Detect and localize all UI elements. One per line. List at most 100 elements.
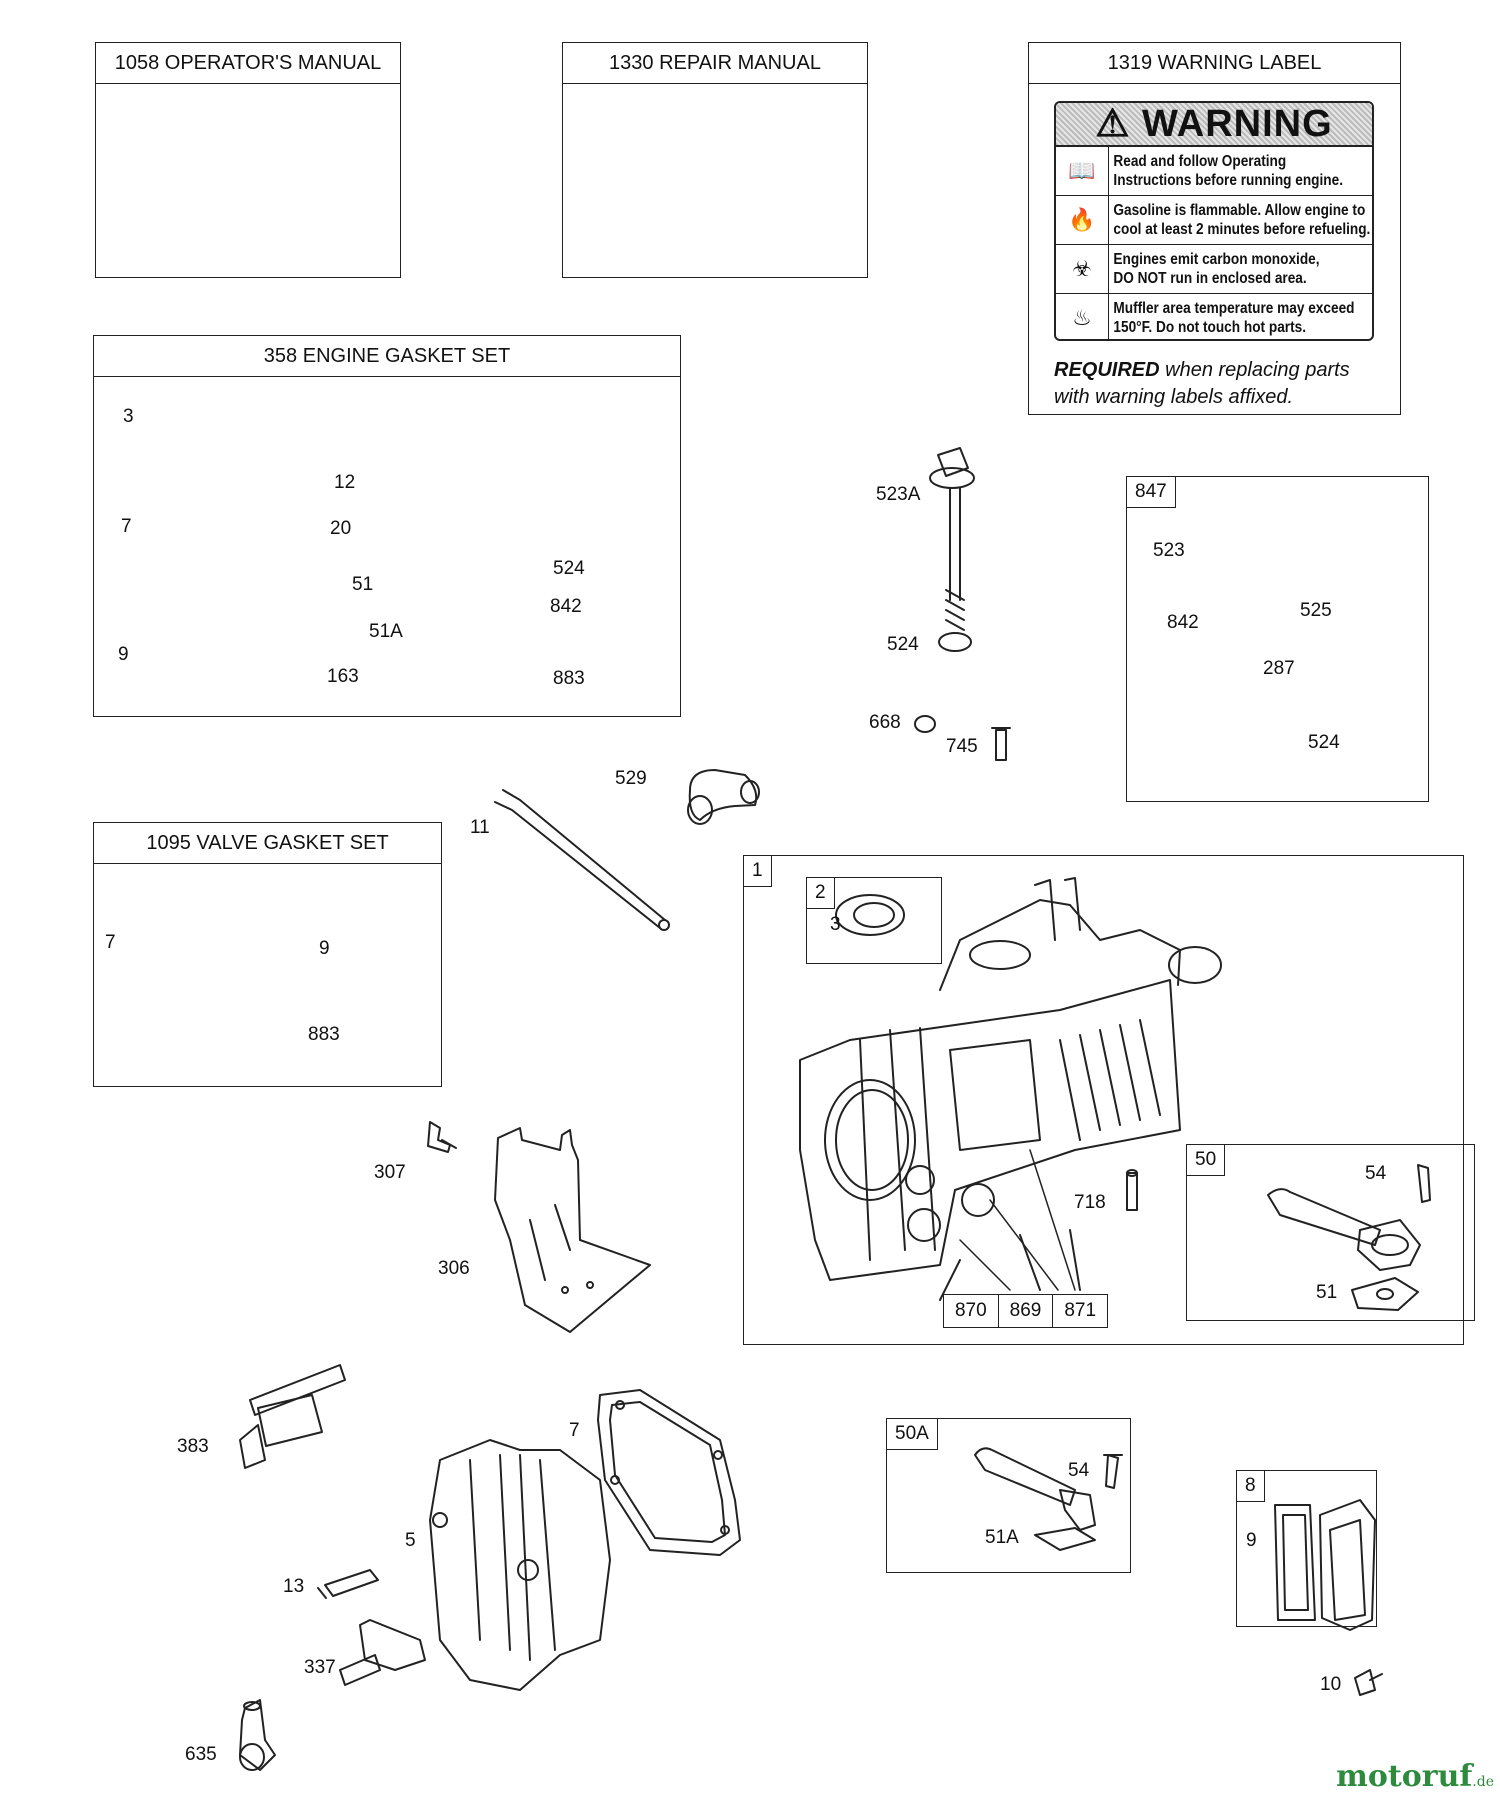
- part-label: 51A: [985, 1527, 1019, 1548]
- required-keyword: REQUIRED: [1054, 359, 1160, 381]
- repair-manual-box: 1330 REPAIR MANUAL: [562, 42, 868, 278]
- hot-surface-icon: ♨: [1056, 294, 1109, 339]
- valve-gasket-set-box: 1095 VALVE GASKET SET: [93, 822, 442, 1087]
- part-label: 13: [283, 1576, 305, 1597]
- part-label: 7: [105, 932, 116, 953]
- part-label: 3: [830, 914, 841, 935]
- part-label: 523A: [876, 484, 921, 505]
- part-label: 10: [1320, 1674, 1342, 1695]
- part-label: 529: [615, 768, 647, 789]
- callout-leader-lines: [959, 1149, 1076, 1291]
- kit-number-50: 50: [1187, 1145, 1226, 1176]
- part-label: 287: [1263, 658, 1295, 679]
- part-label: 51: [352, 574, 374, 595]
- part-label: 306: [438, 1258, 470, 1279]
- warning-decal: ⚠ WARNING 📖 Read and follow Operating In…: [1054, 101, 1374, 341]
- part-label: 883: [308, 1024, 340, 1045]
- warning-row-text: Engines emit carbon monoxide,: [1113, 251, 1320, 268]
- warning-row-text: Instructions before running engine.: [1113, 172, 1344, 189]
- cylinder-block-box: 1: [743, 855, 1464, 1345]
- warning-row-fire: 🔥 Gasoline is flammable. Allow engine to…: [1056, 196, 1372, 245]
- part-label: 668: [869, 712, 901, 733]
- breather-kit-50-box: 50: [1186, 1144, 1475, 1321]
- part-label: 842: [550, 596, 582, 617]
- operators-manual-title: 1058 OPERATOR'S MANUAL: [96, 43, 400, 84]
- part-label: 337: [304, 1657, 336, 1678]
- valve-gasket-set-title: 1095 VALVE GASKET SET: [94, 823, 441, 864]
- warning-row-text: cool at least 2 minutes before refueling…: [1113, 221, 1371, 238]
- part-label: 525: [1300, 600, 1332, 621]
- part-label: 12: [334, 472, 356, 493]
- engine-gasket-set-box: 358 ENGINE GASKET SET: [93, 335, 681, 717]
- callout-871: 871: [1064, 1300, 1097, 1321]
- part-label: 635: [185, 1744, 217, 1765]
- callout-870-869-871: 870 869 871: [943, 1294, 1108, 1328]
- part-label: 718: [1074, 1192, 1106, 1213]
- cylinder-shield-parts: [427, 1121, 651, 1333]
- engine-gasket-set-title: 358 ENGINE GASKET SET: [94, 336, 680, 377]
- toxic-fumes-icon: ☣: [1056, 245, 1109, 293]
- warning-label-title: 1319 WARNING LABEL: [1029, 43, 1400, 84]
- book-icon: 📖: [1056, 147, 1109, 195]
- operators-manual-box: 1058 OPERATOR'S MANUAL: [95, 42, 401, 278]
- part-label: 307: [374, 1162, 406, 1183]
- breather-tube-parts: [494, 769, 760, 931]
- part-label: 3: [123, 406, 134, 427]
- warning-row-manual: 📖 Read and follow Operating Instructions…: [1056, 147, 1372, 196]
- kit-number-847: 847: [1127, 477, 1176, 508]
- breather-50a-parts: [974, 1447, 1123, 1551]
- warning-row-text: DO NOT run in enclosed area.: [1113, 270, 1307, 287]
- required-text-line2: with warning labels affixed.: [1054, 386, 1294, 408]
- warning-row-hot: ♨ Muffler area temperature may exceed 15…: [1056, 294, 1372, 339]
- part-label: 523: [1153, 540, 1185, 561]
- part-label: 524: [887, 634, 919, 655]
- flame-icon: 🔥: [1056, 196, 1109, 244]
- warning-triangle-icon: ⚠: [1095, 103, 1131, 145]
- part-label: 163: [327, 666, 359, 687]
- part-label: 745: [946, 736, 978, 757]
- part-label: 9: [118, 644, 129, 665]
- callout-870: 870: [944, 1295, 999, 1327]
- part-label: 7: [121, 516, 132, 537]
- seal-kit-2-box: 2: [806, 877, 942, 964]
- kit-number-8: 8: [1237, 1471, 1265, 1502]
- warning-decal-heading: WARNING: [1141, 103, 1333, 145]
- kit-number-2: 2: [807, 878, 835, 909]
- part-label: 9: [1246, 1530, 1257, 1551]
- part-label: 5: [405, 1530, 416, 1551]
- warning-row-co: ☣ Engines emit carbon monoxide, DO NOT r…: [1056, 245, 1372, 294]
- part-label: 883: [553, 668, 585, 689]
- part-label: 842: [1167, 612, 1199, 633]
- callout-869: 869: [999, 1295, 1054, 1327]
- part-label: 383: [177, 1436, 209, 1457]
- kit-number-1: 1: [744, 856, 772, 887]
- warning-row-text: Muffler area temperature may exceed: [1113, 300, 1355, 317]
- kit-8-parts: [1274, 1499, 1383, 1696]
- part-label: 9: [319, 938, 330, 959]
- warning-row-text: 150°F. Do not touch hot parts.: [1113, 319, 1307, 336]
- part-label: 524: [1308, 732, 1340, 753]
- dipstick-523a-parts: [914, 447, 1011, 761]
- watermark-suffix: .de: [1472, 1774, 1494, 1790]
- cylinder-head-parts: [239, 1364, 741, 1771]
- breather-kit-50a-box: 50A: [886, 1418, 1131, 1573]
- kit-8-box: 8: [1236, 1470, 1377, 1627]
- watermark-name: motoruf: [1336, 1759, 1473, 1794]
- part-label: 54: [1365, 1163, 1387, 1184]
- part-label: 11: [470, 817, 490, 838]
- kit-number-50a: 50A: [887, 1419, 938, 1450]
- part-label: 51: [1316, 1282, 1338, 1303]
- required-text: when replacing parts: [1159, 359, 1350, 381]
- watermark-logo: motoruf.de: [1336, 1759, 1494, 1794]
- warning-row-text: Read and follow Operating: [1113, 153, 1287, 170]
- part-label: 524: [553, 558, 585, 579]
- part-label: 20: [330, 518, 352, 539]
- part-label: 7: [569, 1420, 580, 1441]
- warning-decal-title: ⚠ WARNING: [1056, 103, 1372, 147]
- warning-row-text: Gasoline is flammable. Allow engine to: [1113, 202, 1366, 219]
- warning-required-note: REQUIRED when replacing parts with warni…: [1054, 357, 1350, 411]
- part-label: 54: [1068, 1460, 1090, 1481]
- dipstick-kit-847-box: 847: [1126, 476, 1429, 802]
- part-label: 51A: [369, 621, 403, 642]
- repair-manual-title: 1330 REPAIR MANUAL: [563, 43, 867, 84]
